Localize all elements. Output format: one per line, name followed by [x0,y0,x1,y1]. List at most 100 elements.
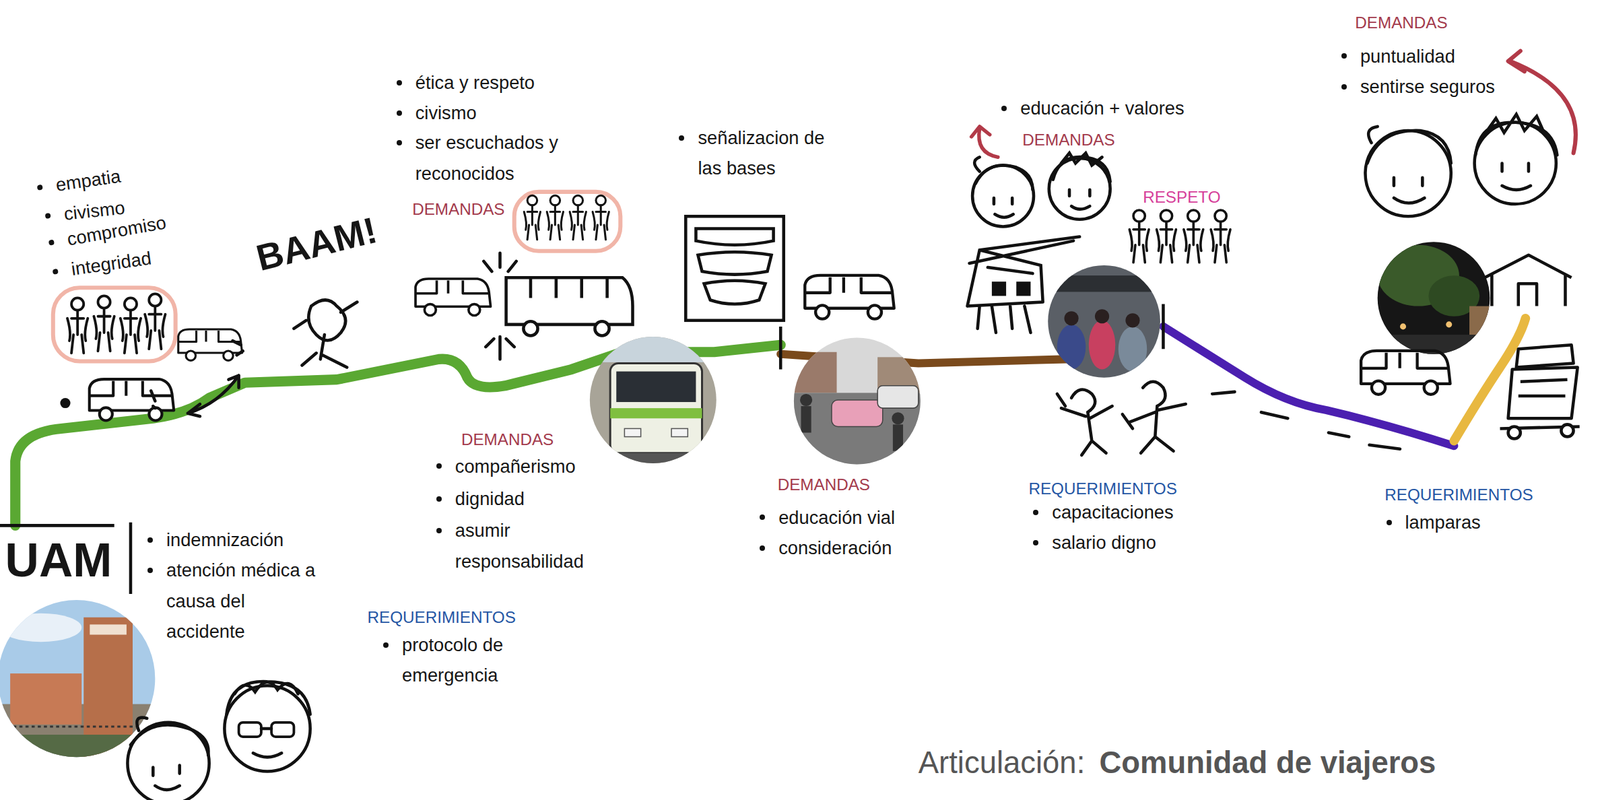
photo-bus-part [581,453,725,474]
impact-word-wrap: BAAM! [251,208,382,281]
section-heading: DEMANDAS [461,424,554,455]
list-item-wrap: civismo [415,97,477,128]
section-heading: REQUERIMIENTOS [1028,473,1177,504]
bullet-dot [147,567,153,574]
photo-taxi-part [801,406,812,433]
house-doodle-part [1484,255,1572,307]
cart-doodle-part [1508,426,1521,439]
van-doodles-part [178,329,243,361]
faces-top-right-part [1475,114,1557,190]
list-item-wrap: educación vial [778,502,895,533]
section-heading-wrap: REQUERIMIENTOS [1028,473,1177,504]
photo-bus-part [624,428,641,437]
double-arrow-part [187,375,240,417]
photo-metro-part [1041,259,1169,383]
faces-middle-part [1053,152,1111,182]
photo-taxi-part [800,393,813,407]
people-group-middle-part [514,191,621,252]
list-item: atención médica a causa del accidente [166,554,320,647]
photo-metro-part [1088,320,1116,370]
bullet-dot [1032,540,1039,546]
photo-uam-part [89,624,127,635]
bullet-dot [45,212,52,219]
people-group-middle-part [569,195,586,240]
list-item-wrap: empatia [53,160,123,200]
diagram-title: Comunidad de viajeros [1098,744,1436,782]
bullet-dot [1001,105,1007,112]
section-heading: DEMANDAS [1354,7,1448,38]
people-group-respeto [1129,210,1231,263]
faces-bottom-left [127,681,310,800]
people-group-left-part [67,297,88,353]
faces-bottom-left-part [226,681,310,715]
list-item: protocolo de emergencia [402,629,541,691]
van-doodles-part [804,275,894,320]
crash-figure [293,300,357,368]
section-heading-wrap: DEMANDAS [1022,124,1115,155]
photo-night-part [1400,323,1407,330]
crash-figure-part [293,300,357,368]
section-heading: DEMANDAS [777,469,871,500]
van-doodles-part [594,321,609,336]
emphasis-word-wrap: RESPETO [1142,181,1221,213]
bullet-dot [759,514,765,520]
people-group-respeto-part [1129,210,1231,263]
faces-middle-part [974,156,1033,217]
section-heading: REQUERIMIENTOS [367,602,516,633]
bus-stop-sign [685,216,784,321]
list-item-wrap: compañerismo [455,451,576,482]
van-doodles-part [59,397,71,409]
list-item-wrap: salario digno [1051,527,1157,558]
section-heading: DEMANDAS [1022,124,1115,155]
list-item-wrap: puntualidad [1360,41,1456,72]
bullet-dot [147,537,153,543]
photo-night-part [1469,306,1495,337]
people-group-left [53,287,176,361]
photo-metro [1041,259,1169,383]
list-item: compañerismo [455,451,576,482]
bullet-dot [37,183,44,190]
photo-taxi-part [790,352,837,394]
place-name: UAM [5,532,113,590]
list-item: capacitaciones [1051,496,1174,528]
people-group-respeto-part [1183,210,1204,263]
faces-bottom-left-part [253,728,282,757]
dancing-people [1057,381,1186,456]
list-item: educación vial [778,502,895,533]
section-heading-wrap: REQUERIMIENTOS [367,602,516,633]
list-item-wrap: lamparas [1405,507,1481,538]
bullet-dot [52,268,59,275]
list-item: señalizacion de las bases [697,122,836,184]
list-item-wrap: asumir responsabilidad [455,515,624,577]
photo-metro-part [1063,311,1079,326]
list-item-wrap: consideración [778,532,892,563]
people-group-middle-part [592,195,609,240]
bullet-dot [1341,84,1347,90]
photo-taxi-part [892,424,904,451]
dancing-people-part [1122,381,1186,454]
faces-bottom-left-part [224,685,310,772]
bullet-dot [396,110,403,116]
list-item: ética y respeto [415,67,535,98]
house-doodle [1484,255,1572,307]
photo-bus-part [610,408,702,419]
section-heading-wrap: DEMANDAS [777,469,871,500]
van-doodles-part [1360,350,1450,395]
bullet-dot [759,545,765,551]
bullet-dot [396,140,403,146]
journey-route-part [15,344,781,526]
people-group-left-part [144,293,165,349]
photo-metro-part [1118,326,1147,372]
photo-metro-part [1125,313,1140,328]
list-item-wrap: protocolo de emergencia [402,629,541,691]
title-prefix-wrap: Articulación: [918,744,1086,782]
photo-bus-part [616,371,696,403]
people-group-middle-part [523,195,541,240]
people-group-respeto-part [1129,210,1149,263]
list-item: empatia [53,160,123,200]
bullet-dot [436,496,442,502]
faces-bottom-left-part [239,722,262,737]
photo-taxi-part [877,385,919,409]
uam-bracket [0,522,131,594]
